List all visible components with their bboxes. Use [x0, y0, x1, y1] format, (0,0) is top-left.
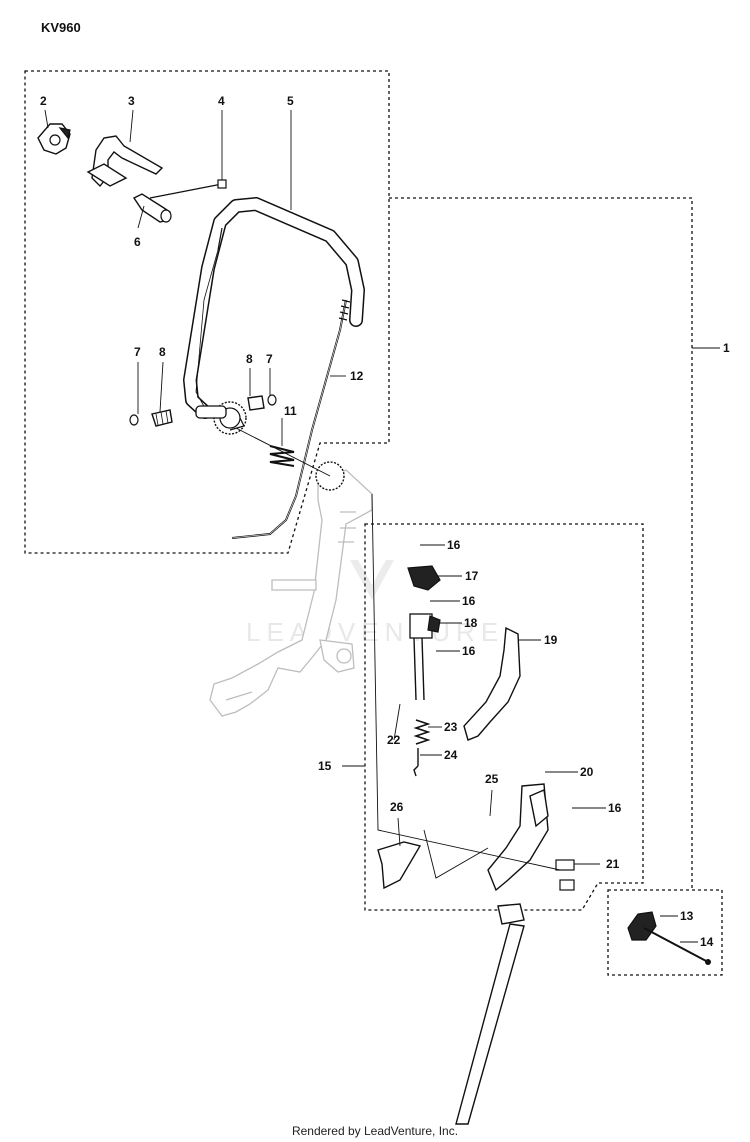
washers-and-bushings — [129, 394, 277, 427]
callout-26: 26 — [390, 800, 404, 814]
callout-14: 14 — [700, 935, 714, 949]
callout-23: 23 — [444, 720, 458, 734]
callout-11: 11 — [284, 404, 297, 418]
part-6-pin — [132, 193, 172, 223]
callout-labels: 2 3 4 5 6 7 8 8 7 11 12 1 13 14 15 16 17… — [40, 94, 730, 949]
part-4-screw — [149, 179, 227, 199]
part-3-lever — [86, 135, 164, 188]
part-2-bracket — [37, 123, 71, 155]
gear-sector — [195, 401, 345, 491]
part-20-pedal-bracket — [487, 783, 549, 892]
part-19-guide — [463, 626, 521, 741]
part-24-rod — [413, 748, 419, 777]
callout-25: 25 — [485, 772, 499, 786]
part-17-knob — [407, 565, 441, 591]
callout-1: 1 — [723, 341, 730, 355]
callout-20: 20 — [580, 765, 594, 779]
part-14-bolt — [643, 927, 711, 965]
model-code: KV960 — [41, 20, 81, 35]
group-box-handle — [24, 70, 390, 554]
callout-19: 19 — [544, 633, 558, 647]
callout-24: 24 — [444, 748, 458, 762]
handle-bar — [183, 197, 365, 419]
callout-16d: 16 — [608, 801, 622, 815]
watermark-text: LEADVENTURE — [246, 617, 504, 647]
leader-lines — [44, 109, 720, 943]
callout-15: 15 — [318, 759, 332, 773]
watermark-logo — [350, 560, 394, 600]
footer-credit: Rendered by LeadVenture, Inc. — [291, 1124, 459, 1138]
callout-2: 2 — [40, 94, 47, 108]
callout-7b: 7 — [266, 352, 273, 366]
callout-7a: 7 — [134, 345, 141, 359]
part-11-spring — [269, 445, 295, 467]
callout-17: 17 — [465, 569, 479, 583]
part-12-cable — [231, 299, 351, 539]
callout-8a: 8 — [159, 345, 166, 359]
part-26-plate — [377, 841, 422, 890]
frame-ghost — [209, 469, 373, 717]
callout-13: 13 — [680, 909, 694, 923]
group-box-lever — [364, 523, 644, 911]
callout-21: 21 — [606, 857, 620, 871]
group-box-knob — [607, 889, 723, 976]
callout-16c: 16 — [462, 644, 476, 658]
part-21-bolt — [555, 859, 575, 891]
callout-18: 18 — [464, 616, 478, 630]
callout-8b: 8 — [246, 352, 253, 366]
callout-6: 6 — [134, 235, 141, 249]
watermark: LEADVENTURE — [246, 560, 504, 647]
callout-16b: 16 — [462, 594, 476, 608]
callout-3: 3 — [128, 94, 135, 108]
part-13-knob — [627, 911, 657, 941]
part-23-spring — [413, 719, 431, 745]
rod-link — [455, 903, 525, 1125]
callout-4: 4 — [218, 94, 225, 108]
part-18-latch — [409, 613, 441, 701]
callout-5: 5 — [287, 94, 294, 108]
callout-22: 22 — [387, 733, 401, 747]
group-box-frame — [389, 197, 693, 890]
callout-12: 12 — [350, 369, 364, 383]
callout-16a: 16 — [447, 538, 461, 552]
